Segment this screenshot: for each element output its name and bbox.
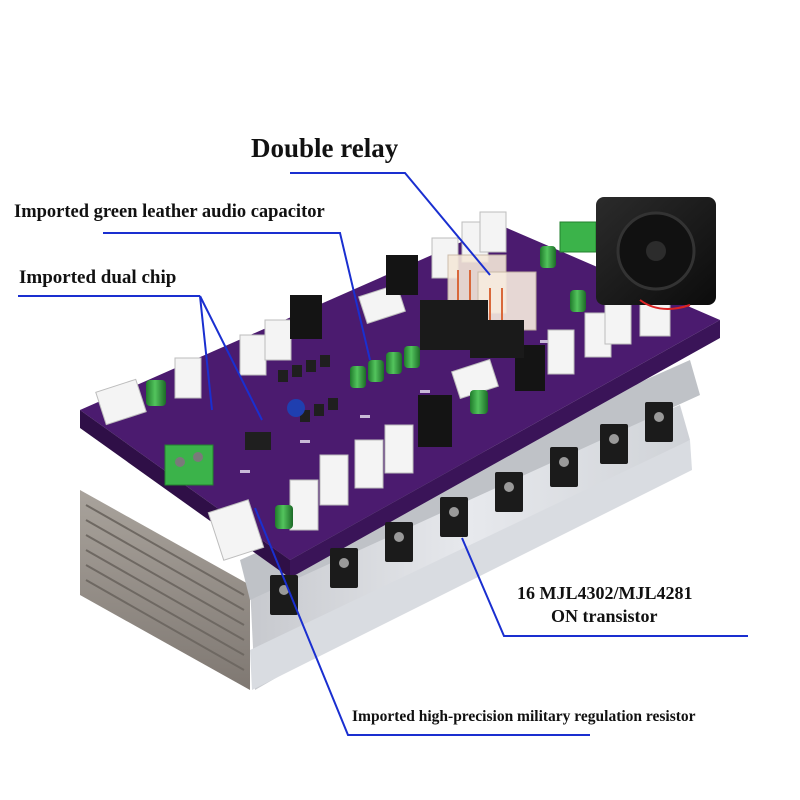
dual-chip-label: Imported dual chip bbox=[19, 267, 177, 288]
input-terminal-block bbox=[164, 221, 597, 486]
resistor-label: Imported high-precision military regulat… bbox=[352, 708, 696, 725]
transistor-label-line1: 16 MJL4302/MJL4281 bbox=[517, 583, 693, 603]
cement-resistors bbox=[95, 211, 671, 561]
leader-capacitor bbox=[103, 232, 371, 361]
cooling-fan bbox=[596, 197, 716, 305]
double-relay-label: Double relay bbox=[251, 133, 399, 163]
small-signal-parts bbox=[245, 355, 338, 450]
capacitor-label: Imported green leather audio capacitor bbox=[14, 202, 325, 222]
power-terminals bbox=[420, 300, 524, 358]
leader-dual-chip-b bbox=[199, 295, 263, 421]
transistor-label-line2: ON transistor bbox=[551, 606, 658, 626]
leader-transistor bbox=[461, 537, 748, 637]
leader-resistor bbox=[254, 507, 590, 736]
leader-dual-chip-a bbox=[199, 295, 213, 411]
audio-capacitors bbox=[146, 246, 586, 529]
leader-double-relay bbox=[290, 172, 491, 276]
